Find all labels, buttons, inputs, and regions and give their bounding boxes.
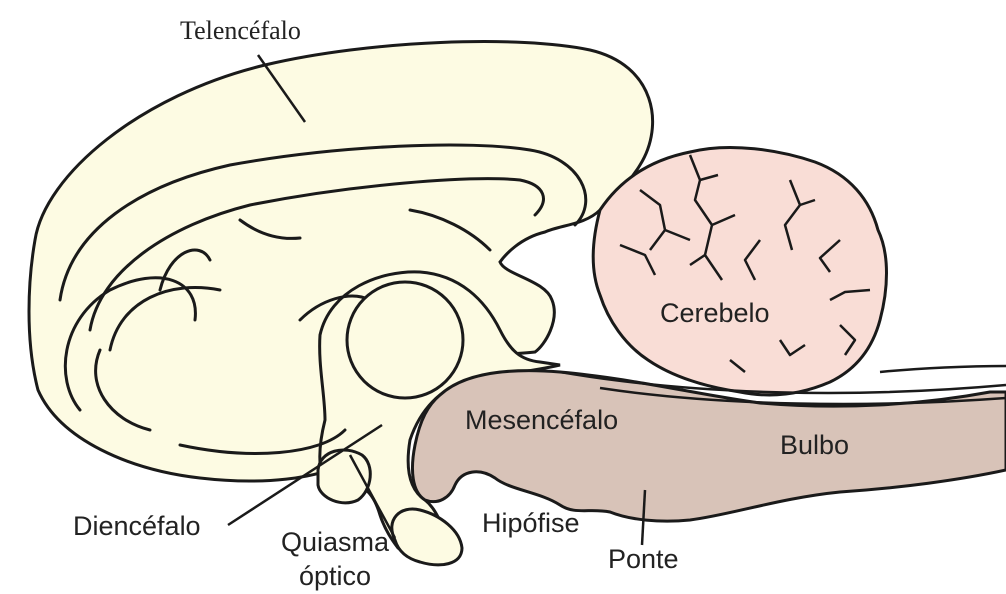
label-diencefalo: Diencéfalo — [73, 513, 201, 540]
hypophysis-shape — [392, 509, 462, 565]
label-quiasma-line1: Quiasma — [268, 526, 402, 560]
cerebellum-shape — [593, 147, 886, 394]
label-cerebelo: Cerebelo — [660, 300, 770, 327]
label-ponte: Ponte — [608, 546, 679, 573]
label-bulbo: Bulbo — [780, 432, 849, 459]
label-quiasma-optico: Quiasma óptico — [268, 526, 402, 594]
label-quiasma-line2: óptico — [268, 560, 402, 594]
thalamus-shape — [347, 282, 463, 398]
label-mesencefalo: Mesencéfalo — [465, 407, 618, 434]
label-hipofise: Hipófise — [482, 510, 580, 537]
brainstem-shape — [412, 371, 1006, 522]
label-telencefalo: Telencéfalo — [180, 18, 301, 44]
